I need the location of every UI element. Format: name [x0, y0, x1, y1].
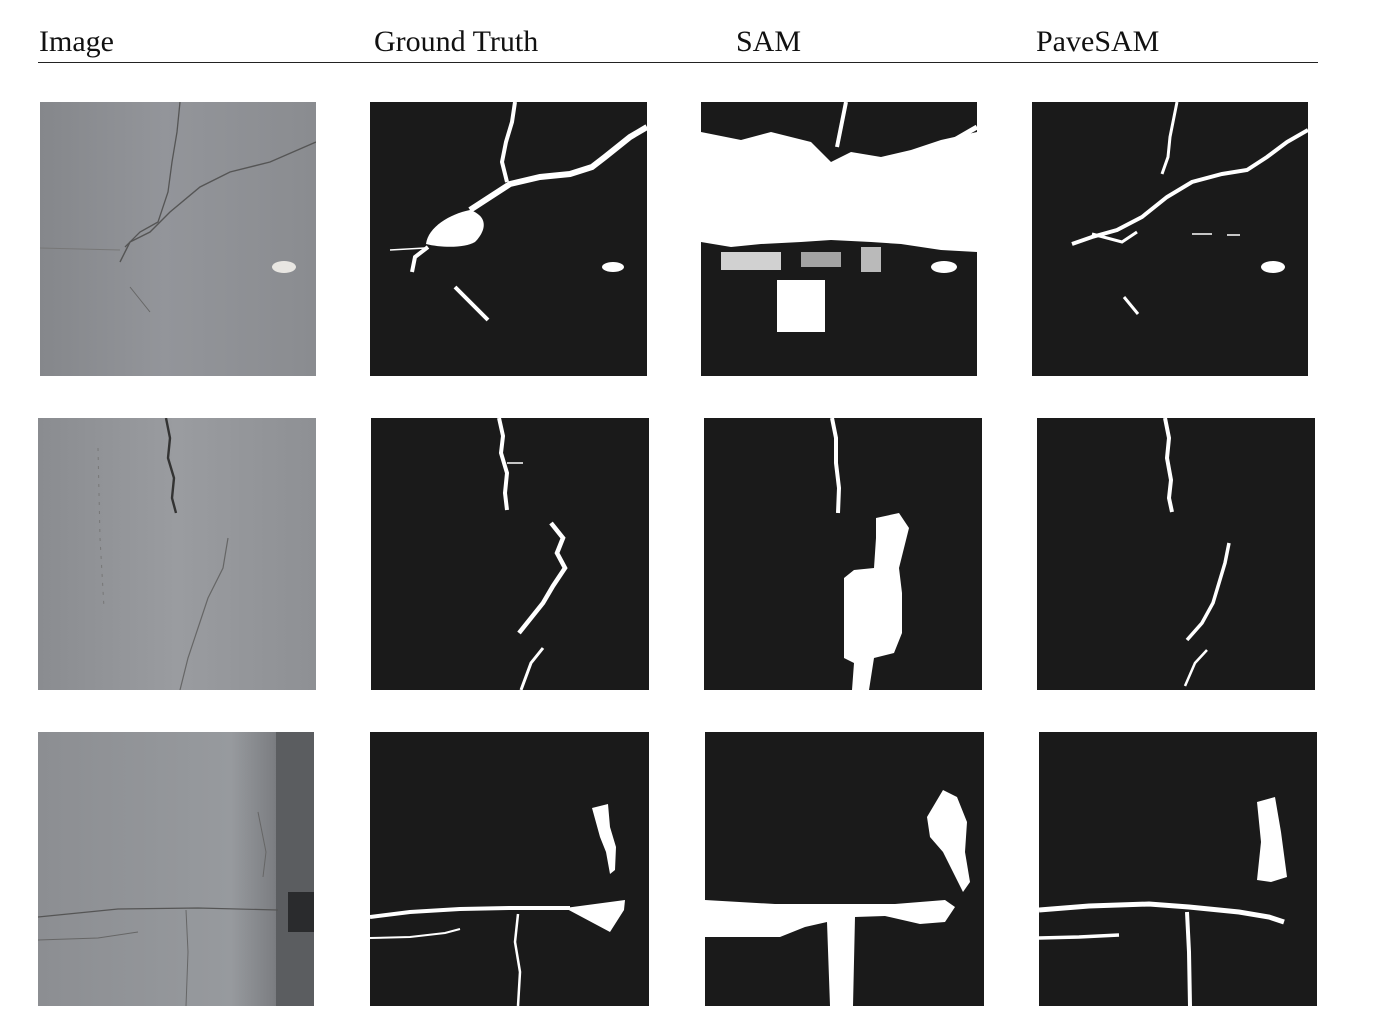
row3-pavement-image: [38, 732, 314, 1006]
column-header-sam: SAM: [736, 25, 802, 58]
row1-pavesam-mask: [1032, 102, 1308, 376]
row2-pavesam-mask: [1037, 418, 1315, 690]
row1-ground-truth-mask: [370, 102, 647, 376]
header-rule: [38, 62, 1318, 63]
row1-pavement-image: [40, 102, 316, 376]
column-header-image: Image: [39, 25, 114, 58]
column-header-pavesam: PaveSAM: [1036, 25, 1160, 58]
row3-pavesam-mask: [1039, 732, 1317, 1006]
row1-sam-mask: [701, 102, 977, 376]
row2-pavement-image: [38, 418, 316, 690]
row3-sam-mask: [705, 732, 984, 1006]
column-header-ground-truth: Ground Truth: [374, 25, 539, 58]
row3-ground-truth-mask: [370, 732, 649, 1006]
row2-sam-mask: [704, 418, 982, 690]
row2-ground-truth-mask: [371, 418, 649, 690]
